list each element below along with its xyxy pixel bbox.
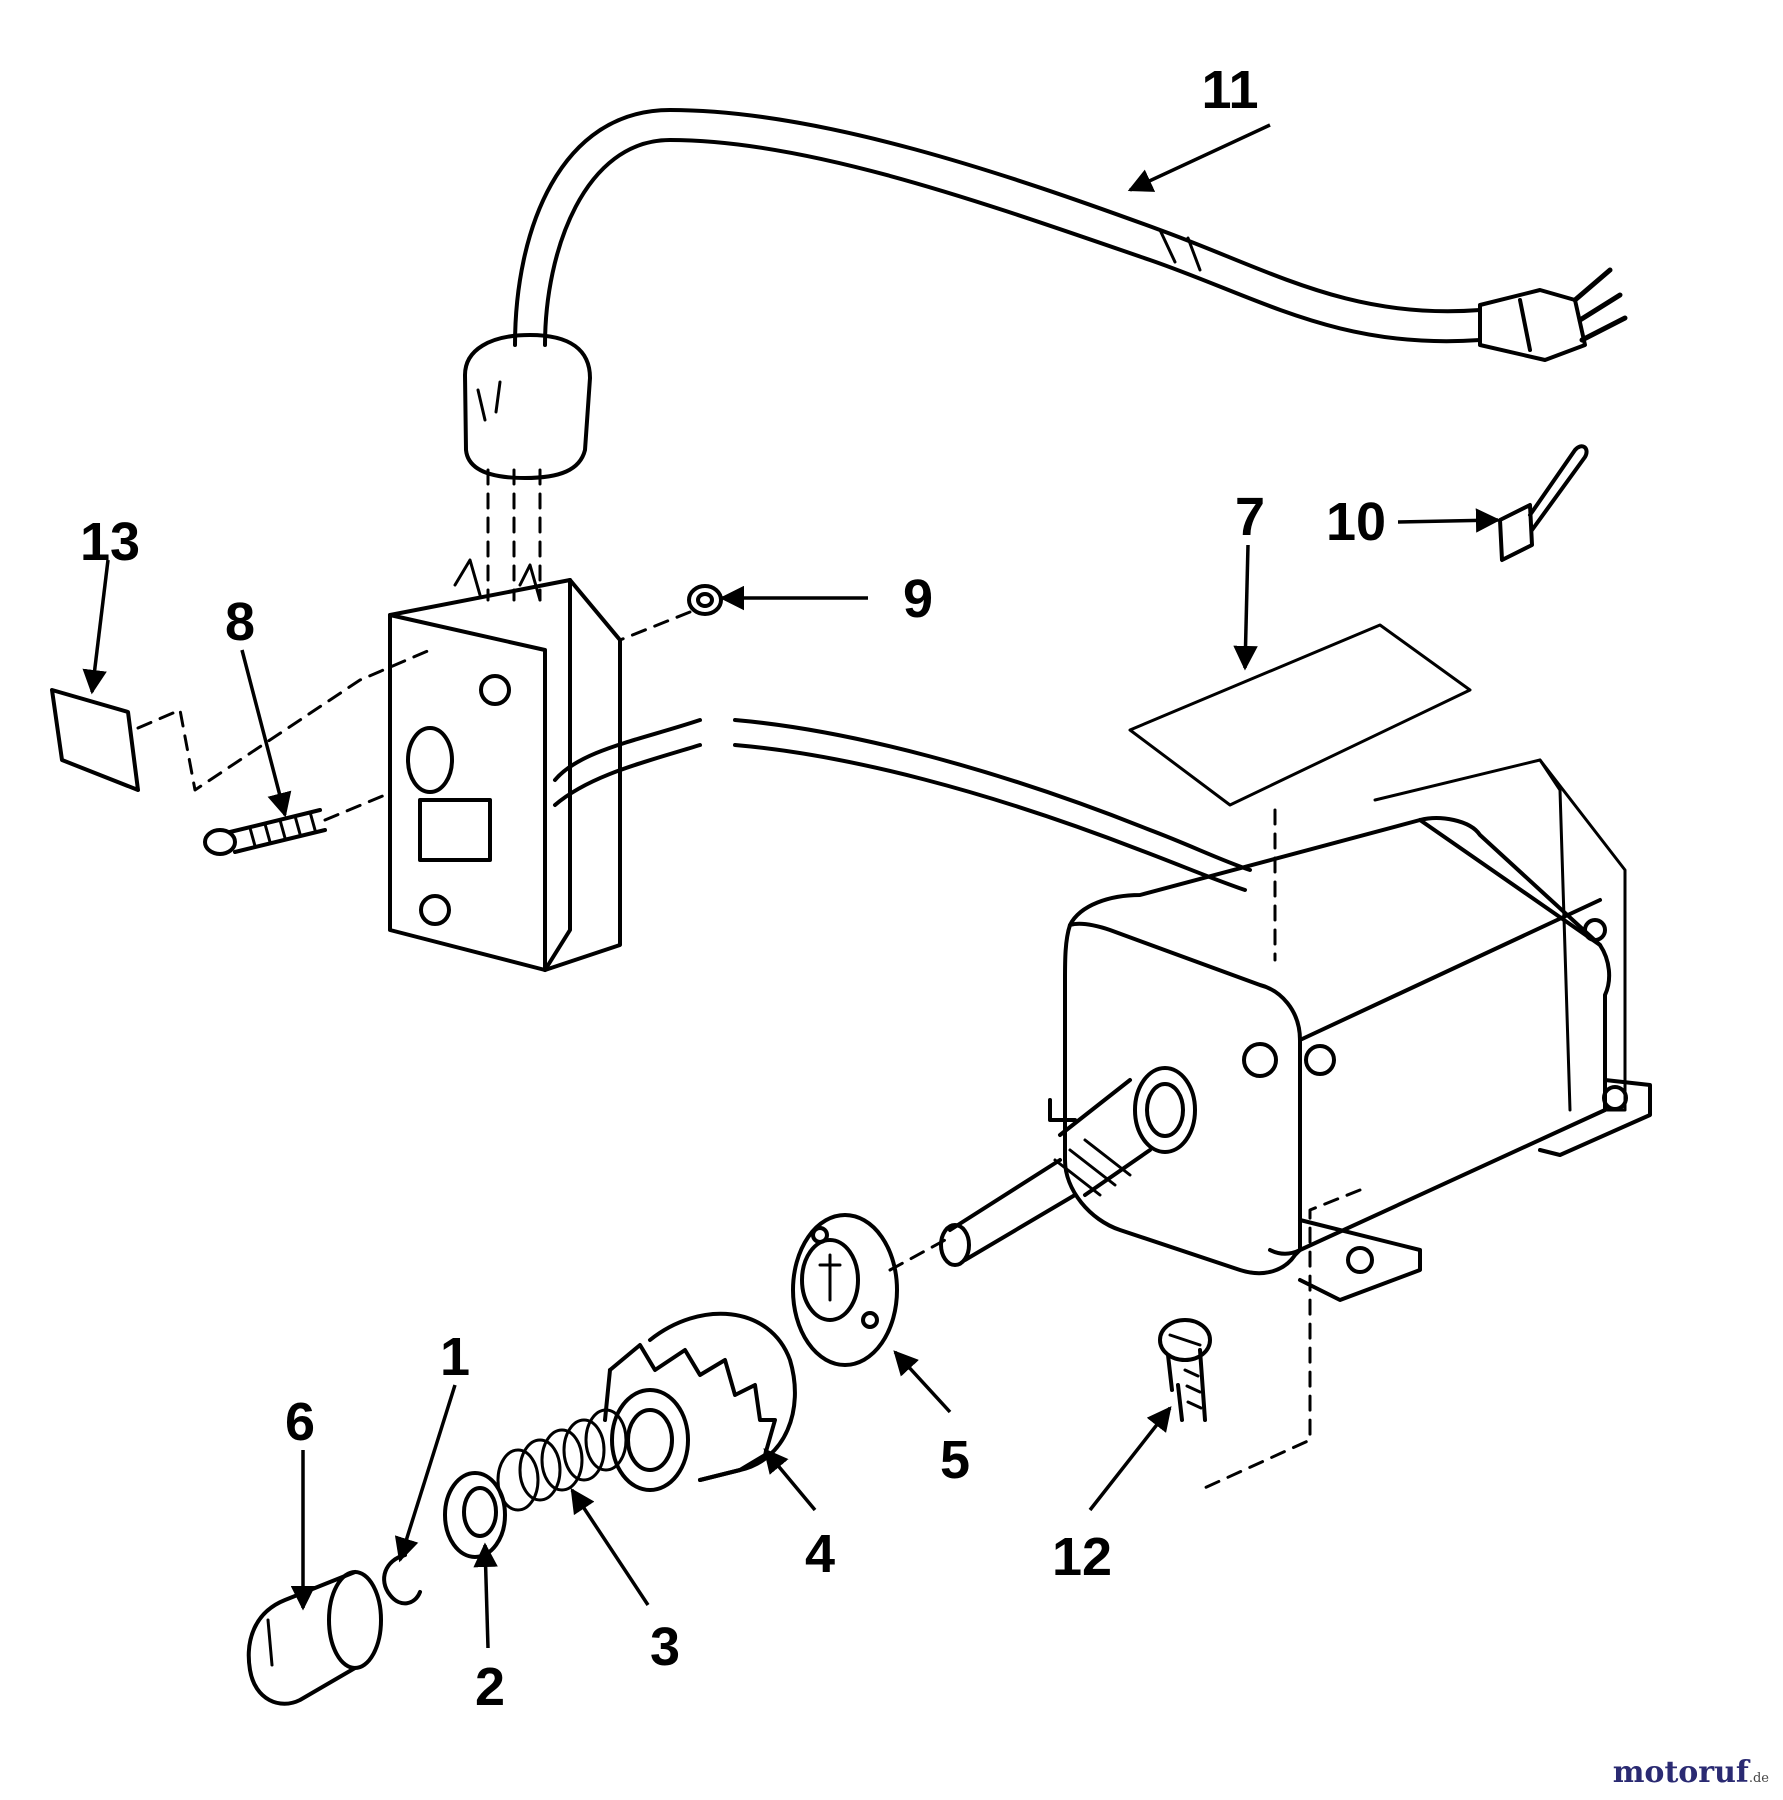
retaining-ring-part: [382, 1553, 422, 1606]
hub-part: [791, 1213, 899, 1367]
drive-pinion-part: [603, 1311, 797, 1492]
callout-6: 6: [285, 1392, 315, 1452]
arrow-7: [1233, 544, 1258, 671]
nut-9-part: [687, 584, 723, 616]
watermark-brand: motoruf: [1612, 1755, 1749, 1790]
callout-2: 2: [475, 1657, 505, 1717]
decal-13-part: [50, 688, 140, 792]
arrow-3: [570, 1487, 650, 1606]
arrow-5: [893, 1350, 952, 1414]
collar-part: [443, 1471, 507, 1559]
decal-leader: [136, 648, 432, 792]
connector-leader: [486, 468, 542, 602]
screw-12-part: [1158, 1318, 1212, 1422]
watermark: motoruf.de: [1613, 1755, 1769, 1790]
leader-arrows: [82, 123, 1501, 1649]
screw-8-part: [203, 808, 327, 856]
callout-10: 10: [1326, 492, 1386, 552]
motor-shaft-part: [939, 1066, 1197, 1267]
callout-12: 12: [1052, 1527, 1112, 1587]
cap-part: [246, 1570, 383, 1706]
arrow-10: [1397, 508, 1501, 533]
watermark-domain: .de: [1748, 1771, 1769, 1786]
arrow-2: [473, 1542, 498, 1649]
hub-leader: [888, 1238, 947, 1272]
screw-leader: [1198, 1188, 1362, 1492]
motor-part: [1048, 758, 1652, 1302]
callout-8: 8: [225, 592, 255, 652]
arrow-4: [763, 1448, 817, 1512]
callout-7: 7: [1235, 487, 1265, 547]
callout-3: 3: [650, 1617, 680, 1677]
nut-leader: [618, 610, 692, 642]
arrow-11: [1127, 123, 1271, 192]
arrow-12: [1088, 1406, 1172, 1512]
screw-8-leader: [323, 793, 387, 822]
arrow-1: [394, 1384, 457, 1563]
power-cord-part: [463, 108, 1628, 480]
callout-1: 1: [440, 1327, 470, 1387]
terminal-10-part: [1498, 444, 1589, 562]
callout-13: 13: [80, 512, 140, 572]
spring-part: [496, 1408, 628, 1512]
switch-box-part: [388, 558, 702, 972]
callout-4: 4: [805, 1524, 835, 1584]
label-plate-part: [1128, 623, 1472, 807]
callout-11: 11: [1201, 60, 1258, 120]
callout-5: 5: [940, 1430, 970, 1490]
motor-cable-part: [733, 718, 1252, 892]
callout-9: 9: [903, 569, 933, 629]
arrow-8: [240, 649, 292, 818]
arrow-13: [82, 559, 110, 695]
